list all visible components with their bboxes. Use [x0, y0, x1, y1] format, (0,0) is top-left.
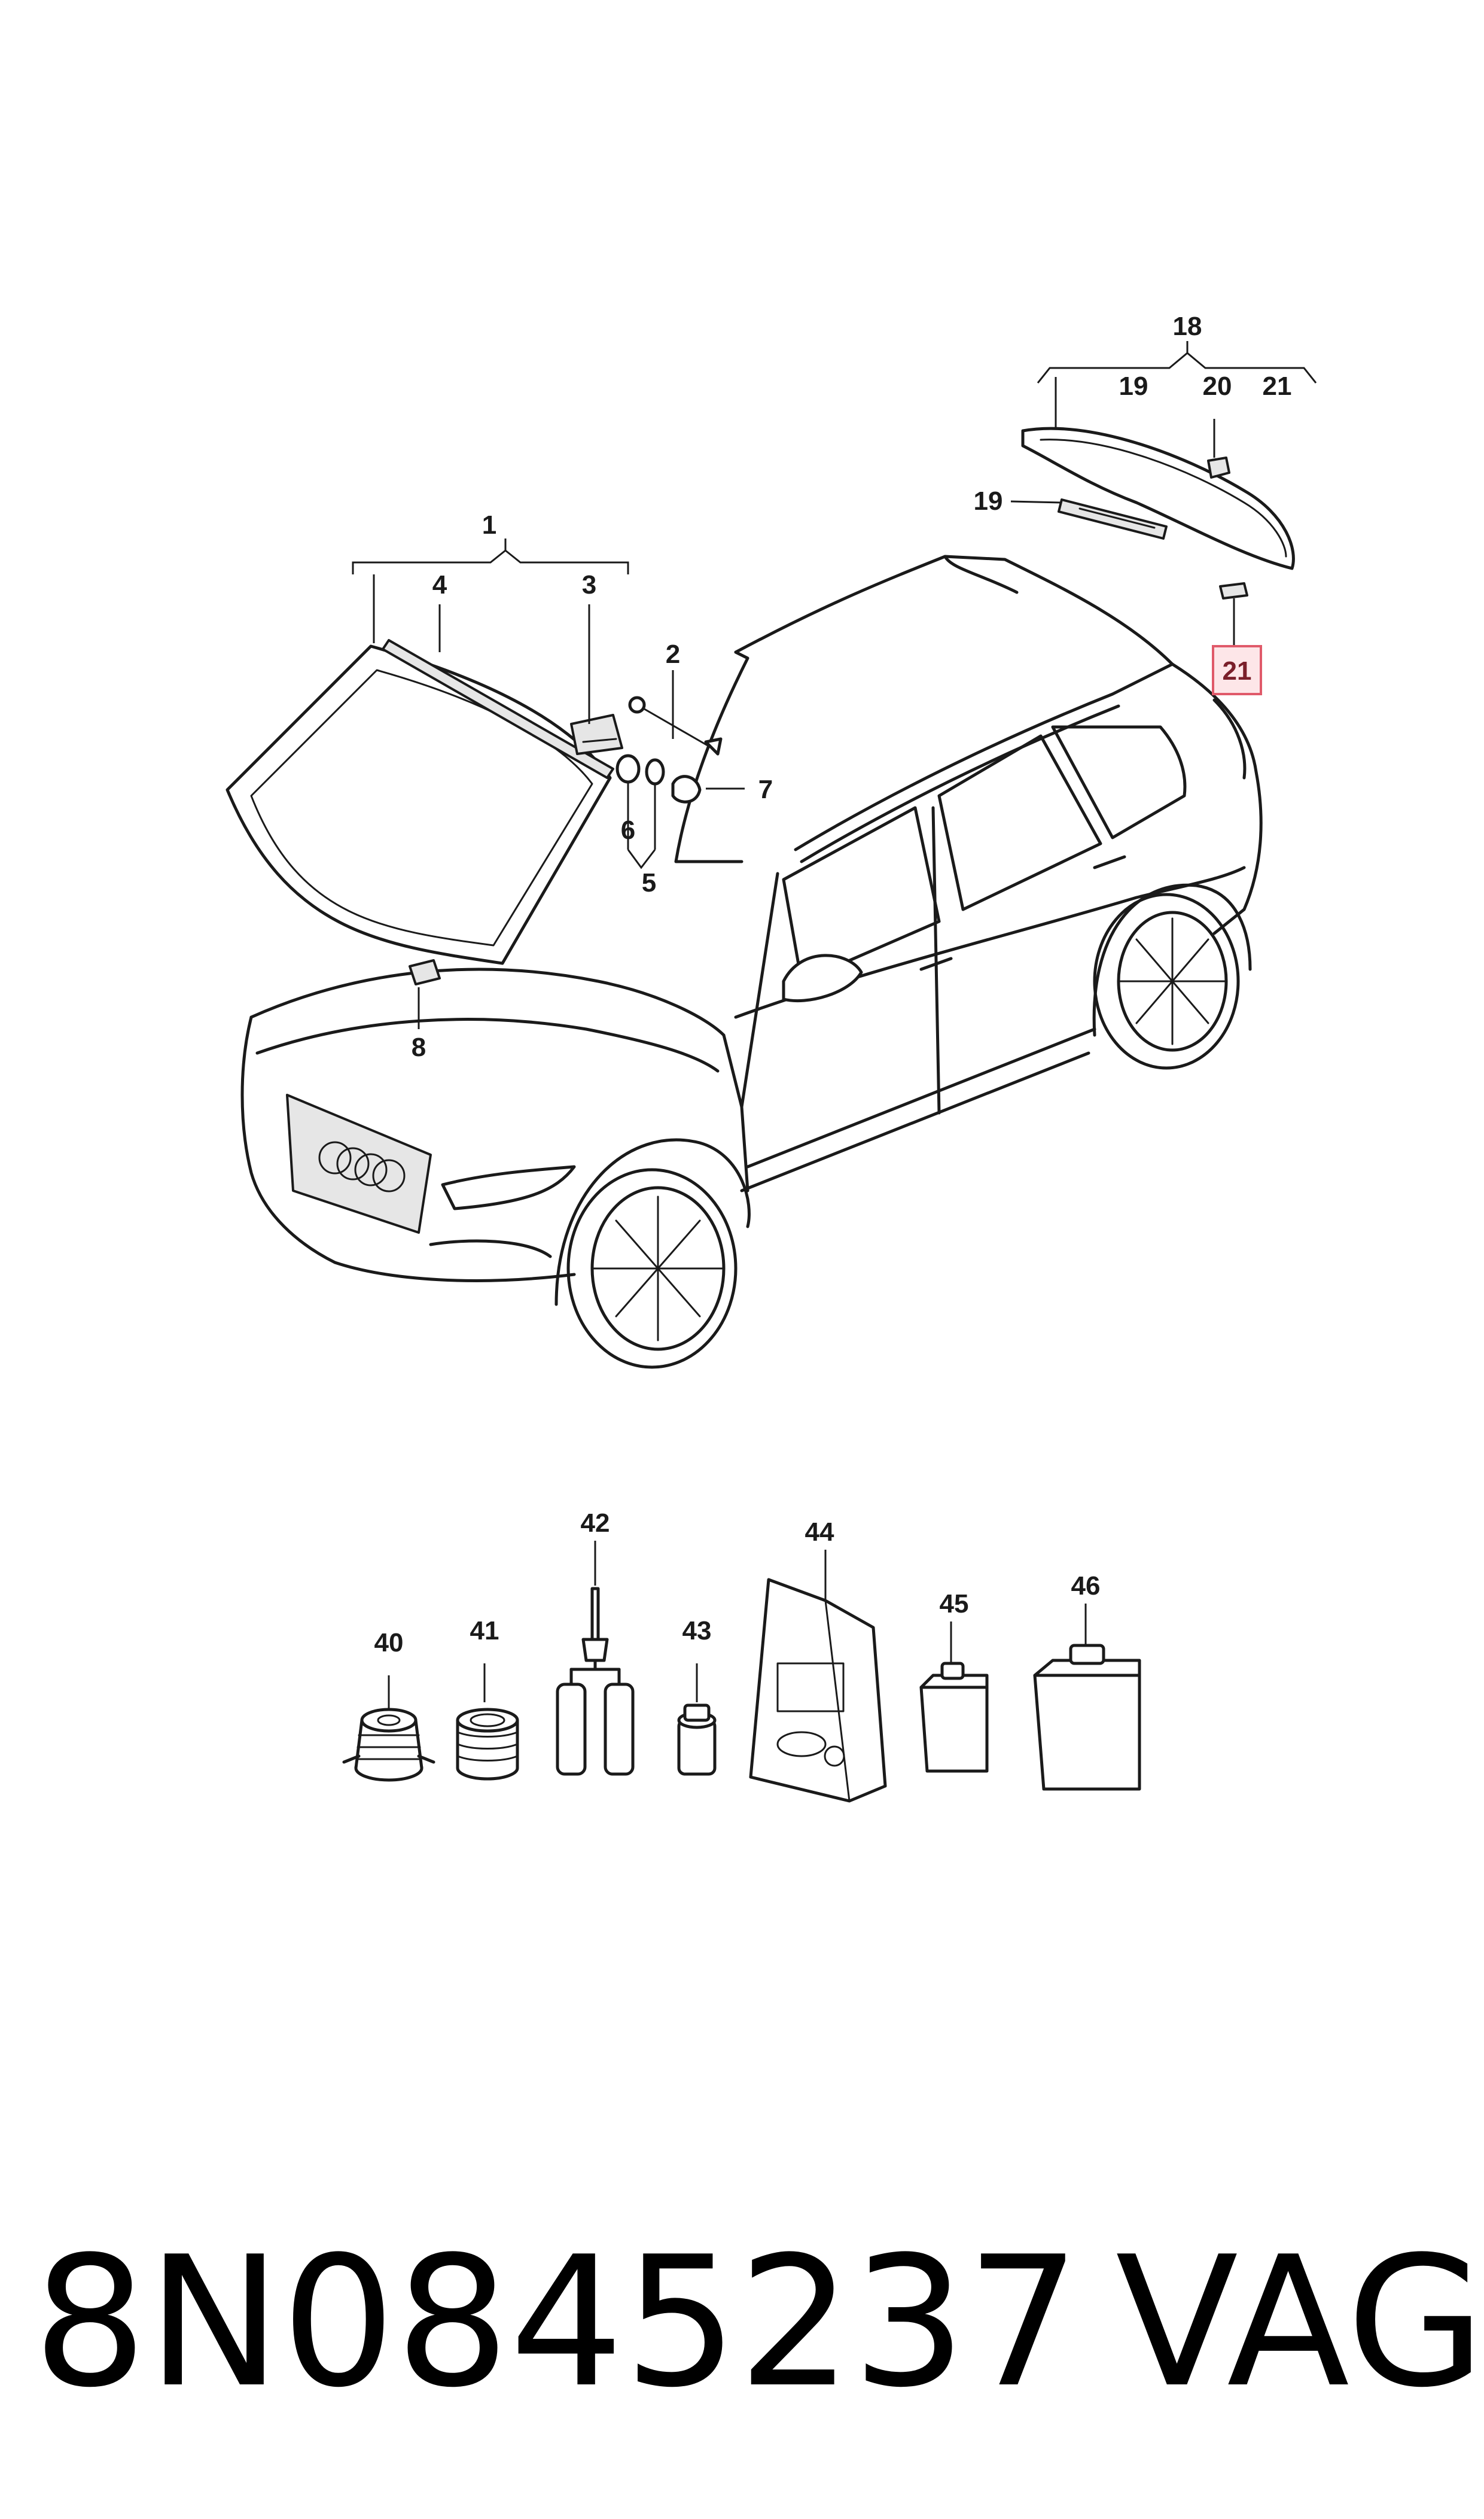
callout-18: 18: [1173, 312, 1202, 341]
callout-8: 8: [412, 1033, 426, 1062]
callout-labels: 1 4 3 2 7 6 5 8 18 19 20 21 19 21: [412, 312, 1292, 1062]
callout-19-top: 19: [1119, 372, 1148, 401]
callout-41: 41: [470, 1616, 499, 1645]
callout-2: 2: [666, 640, 680, 669]
callout-42: 42: [581, 1508, 610, 1538]
callout-21-top: 21: [1263, 372, 1292, 401]
part-number-label: 8N0845237: [33, 2218, 1080, 2427]
callout-20: 20: [1203, 372, 1232, 401]
callout-1: 1: [482, 510, 496, 540]
highlighted-part-21[interactable]: 21: [1212, 645, 1262, 695]
callout-43: 43: [682, 1616, 712, 1645]
callout-21-highlight: 21: [1223, 656, 1252, 686]
callout-19-side: 19: [974, 486, 1003, 516]
leader-lines: [352, 341, 1317, 1029]
rear-spoiler-assembly: [1021, 427, 1295, 600]
callout-44: 44: [805, 1517, 834, 1547]
part-46-large-bottle: [1033, 1604, 1141, 1791]
part-45-small-bottle: [919, 1621, 989, 1773]
callout-7: 7: [758, 775, 773, 804]
part-42-adhesive-cartridge: [556, 1541, 635, 1776]
car-illustration: [240, 555, 1263, 1369]
brand-label: VAG: [1116, 2218, 1484, 2427]
callout-6: 6: [621, 816, 635, 845]
callout-40: 40: [374, 1628, 404, 1657]
callout-3: 3: [582, 570, 596, 600]
part-40-sealing-roll: [342, 1675, 435, 1782]
part-43-primer-tin: [677, 1663, 717, 1776]
audi-rings-logo: [318, 1141, 406, 1192]
callout-5: 5: [642, 868, 656, 898]
windshield-assembly: [226, 639, 723, 985]
part-41-coil: [456, 1663, 519, 1781]
callout-46: 46: [1071, 1571, 1101, 1601]
part-44-repair-kit: [749, 1550, 887, 1803]
callout-45: 45: [940, 1589, 969, 1619]
accessories-row: 40 41 42 43 44 45 46: [342, 1508, 1141, 1803]
callout-4: 4: [432, 570, 447, 600]
